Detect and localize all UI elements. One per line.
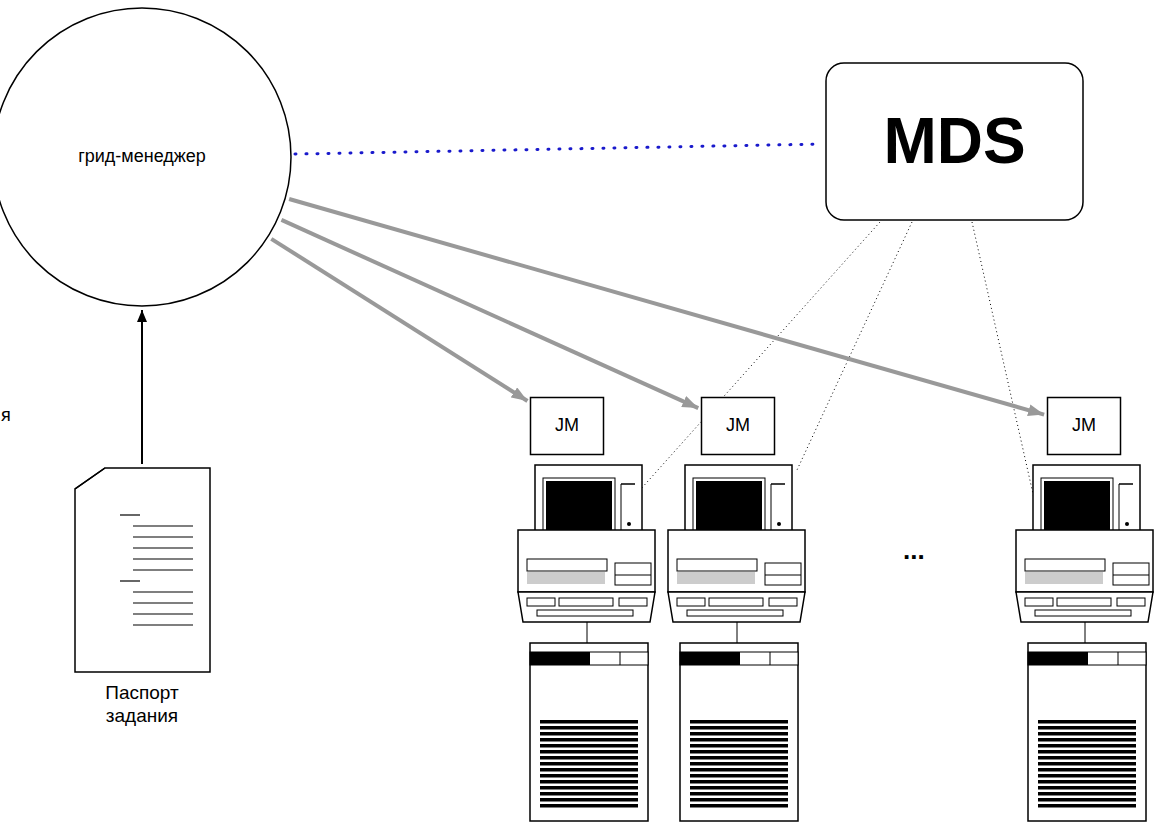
cut-edge-label: я (1, 405, 11, 426)
node-text: MDS (825, 103, 1084, 180)
arrow-connector (289, 199, 1044, 415)
computer-icon (668, 465, 805, 821)
computer-icon (1016, 465, 1153, 821)
arrow-connector (271, 239, 527, 401)
node-text: JM (530, 415, 604, 437)
job-manager-box: JM (1047, 397, 1121, 455)
mds-box: MDS (825, 62, 1084, 221)
job-manager-box: JM (530, 397, 604, 455)
job-passport-document: Паспорт задания (62, 467, 222, 732)
computer-icon (518, 465, 655, 821)
ellipsis-label: ... (903, 535, 925, 566)
node-text: Паспорт задания (87, 682, 197, 728)
job-manager-box: JM (701, 397, 775, 455)
node-text: JM (701, 415, 775, 437)
node-text: JM (1047, 415, 1121, 437)
dotted-link (295, 144, 822, 154)
arrow-connector (141, 310, 143, 464)
grid-manager-circle: грид-менеджер (0, 7, 292, 307)
arrow-connector (281, 220, 698, 408)
node-text: грид-менеджер (0, 146, 292, 168)
